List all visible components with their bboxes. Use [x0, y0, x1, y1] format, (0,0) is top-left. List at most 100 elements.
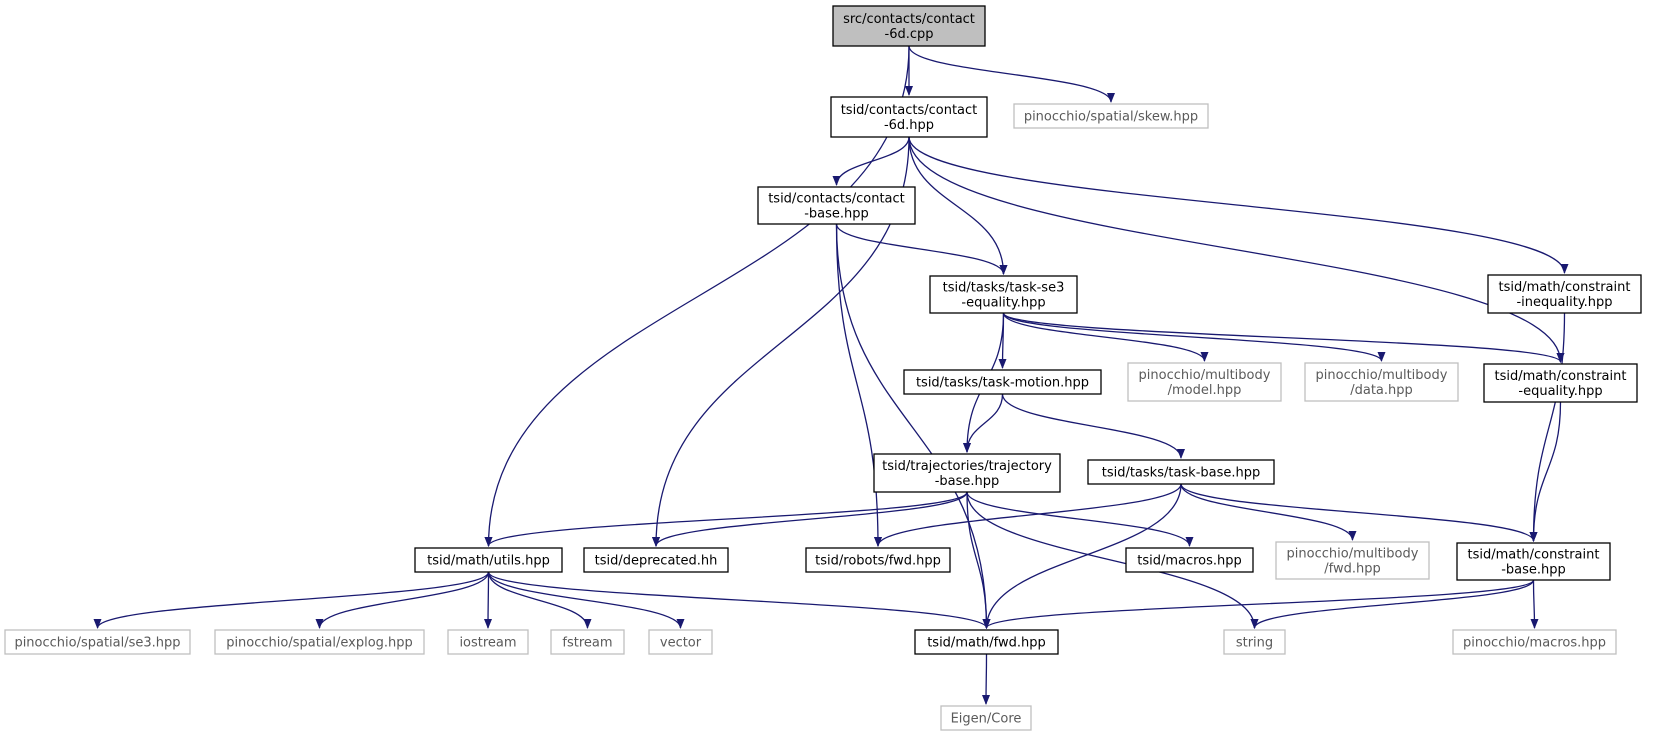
node-box-contact6d_hpp [830, 96, 988, 138]
node-ceq[interactable]: tsid/math/constraint-equality.hpp [1483, 363, 1638, 403]
node-box-utils [414, 547, 563, 573]
edge-contact_base-to-math_fwd [835, 223, 991, 629]
edge-task_base-to-math_fwd [982, 483, 1182, 629]
edge-traj_base-to-string [966, 491, 1259, 629]
node-box-math_fwd [914, 629, 1059, 655]
node-box-explog [214, 629, 425, 655]
node-cineq[interactable]: tsid/math/constraint-inequality.hpp [1487, 274, 1642, 314]
node-eigen: Eigen/Core [940, 705, 1032, 731]
node-utils[interactable]: tsid/math/utils.hpp [414, 547, 563, 573]
node-label: -base.hpp [1501, 563, 1566, 578]
node-box-contact_base [757, 186, 916, 225]
edge-task_se3-to-ceq [1002, 312, 1565, 363]
node-label: pinocchio/multibody [1316, 368, 1448, 383]
node-label: pinocchio/spatial/skew.hpp [1024, 110, 1198, 125]
edge-math_fwd-to-eigen [982, 653, 991, 705]
node-box-task_se3 [929, 275, 1078, 314]
node-mb_fwd: pinocchio/multibody/fwd.hpp [1275, 541, 1430, 580]
node-label: tsid/macros.hpp [1137, 554, 1242, 569]
node-box-ceq [1483, 363, 1638, 403]
node-label: pinocchio/macros.hpp [1463, 636, 1606, 651]
edge-task_se3-to-mb_model [1002, 312, 1209, 362]
node-label: tsid/robots/fwd.hpp [815, 554, 941, 569]
edge-cineq-to-cbase [1529, 312, 1566, 542]
node-label: /fwd.hpp [1324, 562, 1381, 577]
edge-utils-to-vector [487, 571, 685, 629]
node-task_se3[interactable]: tsid/tasks/task-se3-equality.hpp [929, 275, 1078, 314]
edge-traj_base-to-math_fwd [966, 491, 991, 629]
node-mb_data: pinocchio/multibody/data.hpp [1304, 362, 1459, 402]
node-label: vector [660, 636, 702, 651]
edge-task_se3-to-mb_data [1002, 312, 1386, 362]
node-box-contact6d_cpp [832, 5, 986, 47]
node-box-cbase [1456, 542, 1611, 581]
node-label: -6d.hpp [884, 118, 934, 133]
edge-utils-to-math_fwd [487, 571, 991, 629]
node-contact6d_cpp[interactable]: src/contacts/contact-6d.cpp [832, 5, 986, 47]
node-box-se3 [4, 629, 191, 655]
node-box-cineq [1487, 274, 1642, 314]
node-pin_macros: pinocchio/macros.hpp [1452, 629, 1617, 655]
edge-contact_base-to-task_se3 [835, 223, 1008, 275]
node-traj_base[interactable]: tsid/trajectories/trajectory-base.hpp [873, 453, 1061, 493]
node-cbase[interactable]: tsid/math/constraint-base.hpp [1456, 542, 1611, 581]
node-label: tsid/math/constraint [1499, 280, 1631, 295]
node-box-mb_fwd [1275, 541, 1430, 580]
node-label: -equality.hpp [961, 296, 1045, 311]
node-se3: pinocchio/spatial/se3.hpp [4, 629, 191, 655]
edge-contact6d_hpp-to-task_se3 [908, 136, 1008, 275]
node-label: tsid/math/fwd.hpp [927, 636, 1046, 651]
node-box-deprecated [583, 547, 729, 573]
edge-task_base-to-robots_fwd [874, 483, 1182, 547]
node-task_motion[interactable]: tsid/tasks/task-motion.hpp [903, 369, 1102, 395]
node-explog: pinocchio/spatial/explog.hpp [214, 629, 425, 655]
edge-utils-to-se3 [93, 571, 490, 629]
node-label: tsid/tasks/task-se3 [943, 281, 1065, 296]
edge-contact6d_hpp-to-cineq [908, 136, 1569, 274]
node-vector: vector [648, 629, 713, 655]
node-math_fwd[interactable]: tsid/math/fwd.hpp [914, 629, 1059, 655]
node-label: tsid/trajectories/trajectory [882, 459, 1052, 474]
node-label: -equality.hpp [1518, 384, 1602, 399]
node-label: tsid/tasks/task-base.hpp [1102, 466, 1261, 481]
node-label: -inequality.hpp [1516, 295, 1612, 310]
node-box-traj_base [873, 453, 1061, 493]
node-label: pinocchio/multibody [1139, 368, 1271, 383]
node-box-fstream [550, 629, 625, 655]
node-box-robots_fwd [805, 547, 951, 573]
edge-cbase-to-math_fwd [982, 579, 1535, 629]
node-contact_base[interactable]: tsid/contacts/contact-base.hpp [757, 186, 916, 225]
node-contact6d_hpp[interactable]: tsid/contacts/contact-6d.hpp [830, 96, 988, 138]
node-fstream: fstream [550, 629, 625, 655]
edge-task_base-to-cbase [1180, 483, 1538, 542]
node-skew: pinocchio/spatial/skew.hpp [1013, 103, 1209, 129]
node-box-mb_model [1127, 362, 1282, 402]
node-label: -base.hpp [804, 207, 869, 222]
node-string: string [1223, 629, 1286, 655]
node-robots_fwd[interactable]: tsid/robots/fwd.hpp [805, 547, 951, 573]
node-label: iostream [459, 636, 516, 651]
edge-traj_base-to-deprecated [652, 491, 968, 547]
edge-contact6d_cpp-to-utils [484, 45, 910, 547]
edge-contact6d_hpp-to-ceq [908, 136, 1565, 363]
node-mb_model: pinocchio/multibody/model.hpp [1127, 362, 1282, 402]
nodes-layer: src/contacts/contact-6d.cpp tsid/contacts… [4, 5, 1642, 731]
node-box-task_motion [903, 369, 1102, 395]
node-label: pinocchio/spatial/explog.hpp [226, 636, 413, 651]
node-task_base[interactable]: tsid/tasks/task-base.hpp [1087, 459, 1275, 485]
edge-task_base-to-mb_fwd [1180, 483, 1357, 541]
edge-task_motion-to-traj_base [963, 393, 1004, 453]
node-label: /data.hpp [1350, 383, 1413, 398]
node-label: tsid/tasks/task-motion.hpp [916, 376, 1089, 391]
node-label: -6d.cpp [885, 27, 934, 42]
node-box-mb_data [1304, 362, 1459, 402]
node-deprecated[interactable]: tsid/deprecated.hh [583, 547, 729, 573]
node-box-skew [1013, 103, 1209, 129]
node-box-task_base [1087, 459, 1275, 485]
node-box-iostream [447, 629, 529, 655]
node-macros[interactable]: tsid/macros.hpp [1125, 547, 1254, 573]
node-label: -base.hpp [935, 474, 1000, 489]
edge-utils-to-fstream [487, 571, 592, 629]
node-label: string [1236, 636, 1273, 651]
node-label: pinocchio/multibody [1287, 547, 1419, 562]
